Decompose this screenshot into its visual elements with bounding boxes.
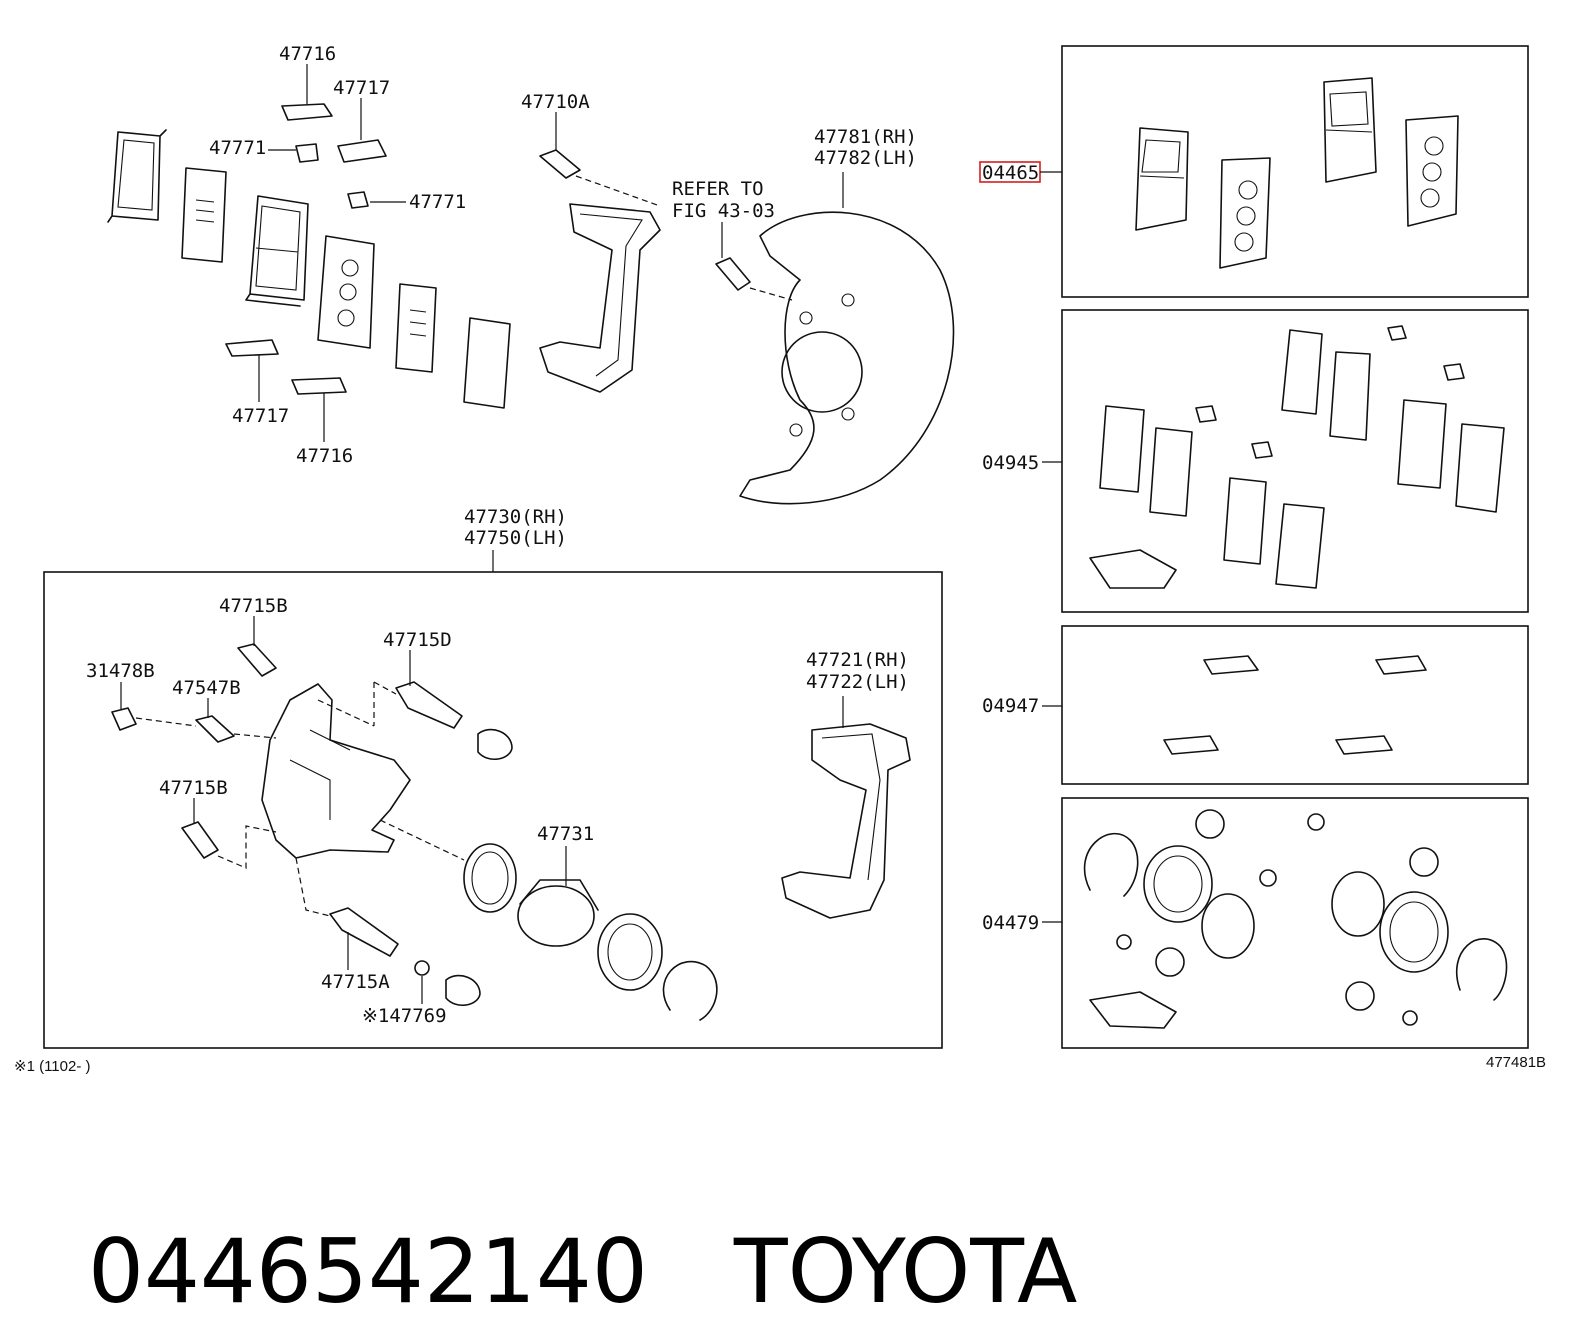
refer-to-label: REFER TO [672,178,764,200]
callout-47717-bottom: 47717 [232,405,289,427]
caliper-assembly [111,616,911,1021]
callout-47731: 47731 [537,823,594,845]
callout-47716-bottom: 47716 [296,445,353,467]
callout-31478B: 31478B [86,660,155,682]
callout-47722: 47722(LH) [806,671,909,693]
callout-47781: 47781(RH) [814,126,917,148]
seal-kit-04479 [1083,809,1508,1029]
brand-name: TOYOTA [733,1220,1078,1323]
caliper-assembly-box [43,571,943,1049]
footnote: ※1 (1102- ) [14,1058,91,1075]
clip-kit-04947 [1163,655,1427,755]
part-number: 0446542140 [87,1220,648,1323]
callout-47715D: 47715D [383,629,452,651]
callout-47782: 47782(LH) [814,147,917,169]
callout-47721: 47721(RH) [806,649,909,671]
kit-box-04465 [1061,45,1529,298]
callout-47716-top: 47716 [279,43,336,65]
shim-kit-04945 [1089,325,1505,589]
callout-47715A: 47715A [321,971,390,993]
callout-47730: 47730(RH) [464,506,567,528]
callout-47710A: 47710A [521,91,590,113]
kit-label-04947: 04947 [982,695,1039,717]
figure-id: 477481B [1486,1054,1546,1071]
callout-47715B-b: 47715B [159,777,228,799]
kit-label-04945: 04945 [982,452,1039,474]
figure-reference: FIG 43-03 [672,200,775,222]
callout-47750: 47750(LH) [464,527,567,549]
kit-label-04465: 04465 [982,162,1039,184]
callout-47547B: 47547B [172,677,241,699]
caliper-bracket-upper [539,112,661,393]
callout-47715B-a: 47715B [219,595,288,617]
pad-kit-04465 [1135,77,1459,269]
dust-shield [715,172,955,505]
callout-47771-a: 47771 [209,137,266,159]
kit-box-04947 [1061,625,1529,785]
kit-box-04479 [1061,797,1529,1049]
kit-box-04945 [1061,309,1529,613]
brake-pads-group [107,64,511,442]
kit-label-04479: 04479 [982,912,1039,934]
callout-47769: ※147769 [362,1005,447,1027]
callout-47771-b: 47771 [409,191,466,213]
callout-47717-top: 47717 [333,77,390,99]
